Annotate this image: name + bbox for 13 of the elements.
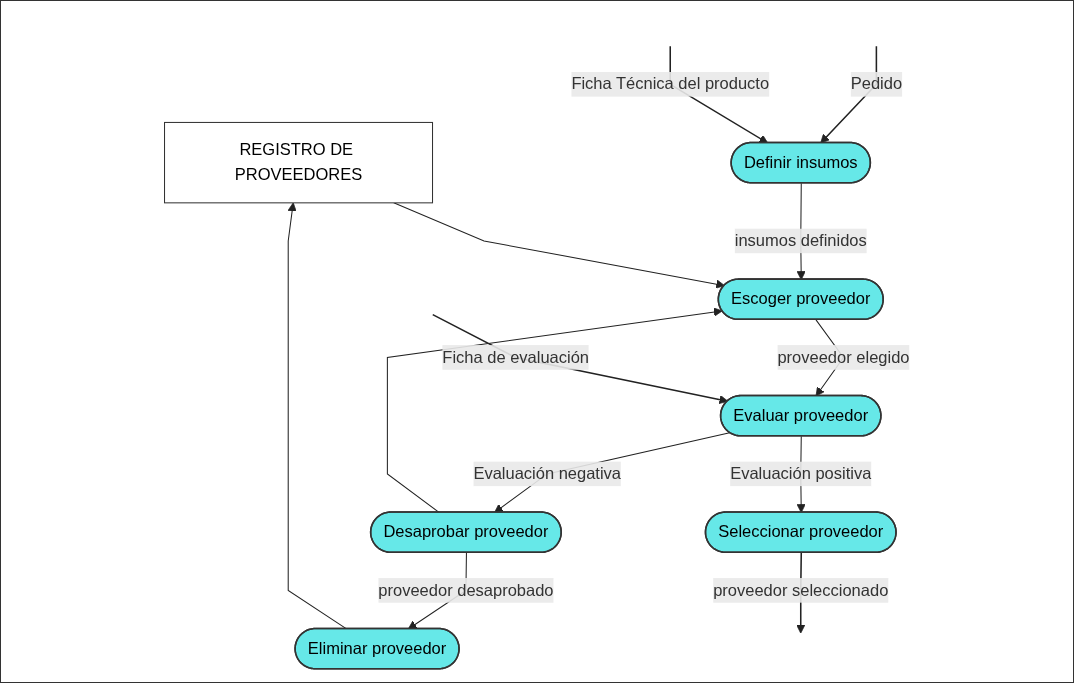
- edge-label: Ficha Técnica del producto: [571, 74, 770, 93]
- edge-label: proveedor seleccionado: [713, 580, 889, 599]
- arrow: [287, 201, 348, 630]
- edge-label: Evaluación positiva: [730, 464, 872, 482]
- edge-label: Ficha de evaluación: [442, 347, 589, 366]
- edge-label: insumos definidos: [734, 231, 867, 249]
- arrow: [386, 307, 723, 513]
- edge-label: Evaluación negativa: [473, 464, 622, 482]
- edge-label: proveedor desaprobado: [378, 580, 554, 599]
- node-box: REGISTRO DE PROVEEDORES: [164, 121, 434, 203]
- arrow: [393, 201, 726, 289]
- edge-label: Pedido: [850, 74, 903, 93]
- edge-label: proveedor elegido: [777, 347, 910, 366]
